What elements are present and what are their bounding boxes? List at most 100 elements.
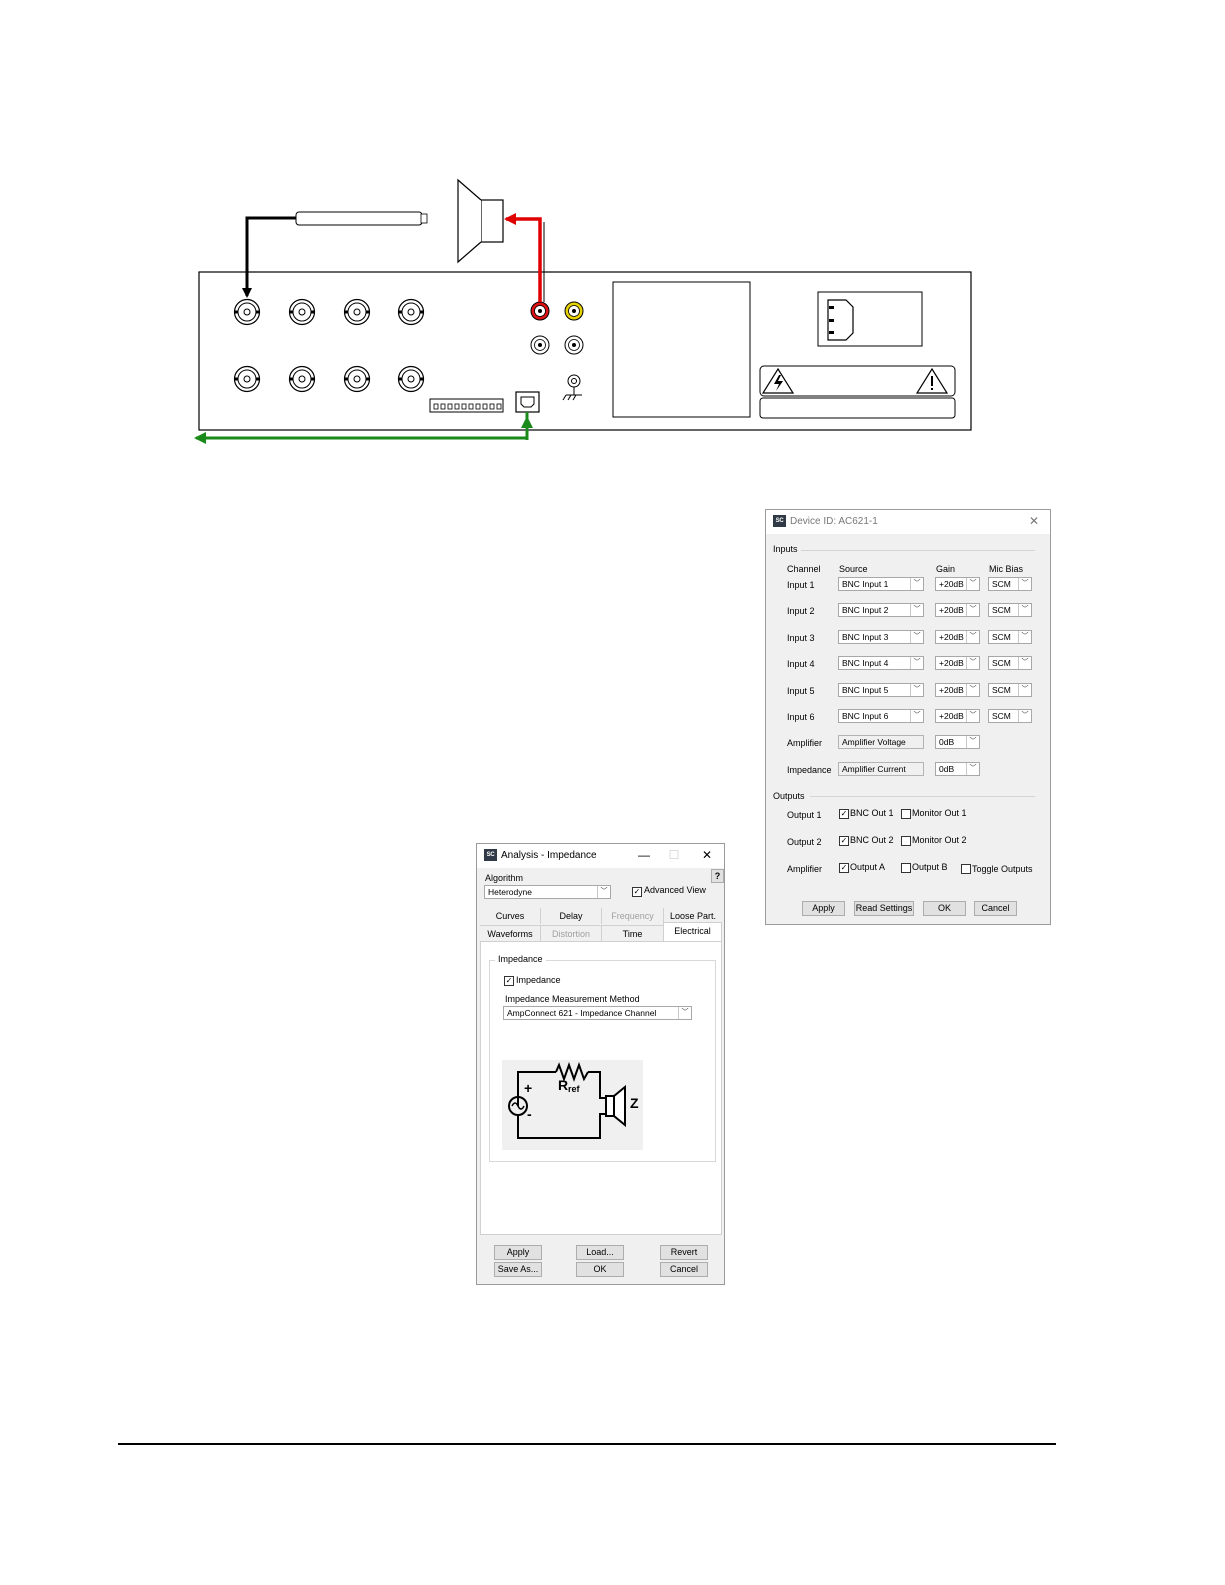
chevron-down-icon: ﹀ — [966, 763, 979, 775]
gain-select[interactable]: +20dB﹀ — [935, 656, 980, 670]
checkbox-label: BNC Out 2 — [850, 835, 894, 845]
bnc-out-2-checkbox[interactable]: ✓ — [839, 836, 849, 846]
gain-select[interactable]: +20dB﹀ — [935, 603, 980, 617]
chevron-down-icon: ﹀ — [966, 657, 979, 669]
tab-loose-part[interactable]: Loose Part. — [663, 908, 722, 924]
close-icon[interactable]: ✕ — [701, 848, 713, 862]
gain-select[interactable]: +20dB﹀ — [935, 683, 980, 697]
tab-frequency: Frequency — [601, 908, 663, 924]
help-button[interactable]: ? — [711, 869, 724, 883]
output-a-checkbox[interactable]: ✓ — [839, 863, 849, 873]
usb-port-icon — [515, 391, 540, 413]
dialog-title: Analysis - Impedance — [501, 850, 597, 861]
tab-waveforms[interactable]: Waveforms — [480, 925, 540, 941]
tab-page-electrical: Impedance ✓ Impedance Impedance Measurem… — [480, 941, 722, 1235]
chevron-down-icon: ﹀ — [1018, 657, 1031, 669]
save-as-button[interactable]: Save As... — [494, 1262, 542, 1277]
gain-select[interactable]: +20dB﹀ — [935, 630, 980, 644]
app-logo-icon: SC — [773, 515, 786, 527]
bnc-out-1-checkbox[interactable]: ✓ — [839, 809, 849, 819]
chevron-down-icon: ﹀ — [678, 1007, 691, 1019]
analysis-impedance-dialog: SC Analysis - Impedance — ☐ ✕ Algorithm … — [476, 843, 725, 1285]
amplifier-gain-select[interactable]: 0dB﹀ — [935, 735, 980, 749]
microphone-icon — [295, 211, 428, 226]
rca-connector-red — [530, 301, 550, 321]
gain-select[interactable]: +20dB﹀ — [935, 709, 980, 723]
source-select[interactable]: BNC Input 3﹀ — [838, 630, 924, 644]
tab-curves[interactable]: Curves — [495, 911, 525, 921]
toggle-outputs-checkbox[interactable] — [961, 864, 971, 874]
mic-bias-select[interactable]: SCM﹀ — [988, 656, 1032, 670]
r-label: R — [558, 1077, 569, 1093]
bnc-connector — [288, 298, 316, 326]
chevron-down-icon: ﹀ — [910, 604, 923, 616]
impedance-method-select[interactable]: AmpConnect 621 - Impedance Channel﹀ — [503, 1006, 692, 1020]
chevron-down-icon: ﹀ — [1018, 684, 1031, 696]
source-select[interactable]: BNC Input 2﹀ — [838, 603, 924, 617]
algorithm-select[interactable]: Heterodyne﹀ — [484, 885, 611, 899]
ac-source-icon — [508, 1096, 528, 1116]
apply-button[interactable]: Apply — [494, 1245, 542, 1260]
z-label: Z — [630, 1095, 639, 1111]
ok-button[interactable]: OK — [923, 901, 966, 916]
bnc-connector — [343, 298, 371, 326]
mic-bias-select[interactable]: SCM﹀ — [988, 603, 1032, 617]
chevron-down-icon: ﹀ — [966, 578, 979, 590]
impedance-gain-select[interactable]: 0dB﹀ — [935, 762, 980, 776]
resistor-icon — [555, 1062, 589, 1082]
dialog-title: Device ID: AC621-1 — [790, 516, 878, 527]
inputs-group-label: Inputs — [773, 544, 798, 554]
mic-bias-select[interactable]: SCM﹀ — [988, 709, 1032, 723]
impedance-checkbox[interactable]: ✓ — [504, 976, 514, 986]
output-b-checkbox[interactable] — [901, 863, 911, 873]
maximize-icon: ☐ — [668, 848, 680, 862]
impedance-circuit-diagram: + - R ref Z — [502, 1060, 643, 1150]
ref-subscript: ref — [568, 1084, 580, 1094]
close-icon[interactable]: ✕ — [1028, 514, 1040, 528]
bnc-connector — [397, 298, 425, 326]
source-select[interactable]: BNC Input 1﹀ — [838, 577, 924, 591]
revert-button[interactable]: Revert — [660, 1245, 708, 1260]
cancel-button[interactable]: Cancel — [660, 1262, 708, 1277]
source-select[interactable]: BNC Input 6﹀ — [838, 709, 924, 723]
output-label: Output 2 — [787, 837, 822, 847]
mic-bias-select[interactable]: SCM﹀ — [988, 577, 1032, 591]
source-select[interactable]: BNC Input 4﹀ — [838, 656, 924, 670]
monitor-out-2-checkbox[interactable] — [901, 836, 911, 846]
gain-header: Gain — [936, 564, 956, 574]
cancel-button[interactable]: Cancel — [974, 901, 1017, 916]
chevron-down-icon: ﹀ — [597, 886, 610, 898]
chevron-down-icon: ﹀ — [910, 684, 923, 696]
minimize-icon[interactable]: — — [638, 848, 650, 862]
advanced-view-checkbox[interactable]: ✓ — [632, 887, 642, 897]
apply-button[interactable]: Apply — [802, 901, 845, 916]
rca-connector-yellow — [564, 301, 584, 321]
chevron-down-icon: ﹀ — [910, 710, 923, 722]
read-settings-button[interactable]: Read Settings — [854, 901, 914, 916]
output-label: Output 1 — [787, 810, 822, 820]
bnc-connector — [233, 365, 261, 393]
channel-header: Channel — [787, 564, 821, 574]
ok-button[interactable]: OK — [576, 1262, 624, 1277]
source-select[interactable]: BNC Input 5﹀ — [838, 683, 924, 697]
gain-select[interactable]: +20dB﹀ — [935, 577, 980, 591]
chevron-down-icon: ﹀ — [1018, 578, 1031, 590]
chevron-down-icon: ﹀ — [966, 604, 979, 616]
warning-icon — [915, 367, 949, 394]
channel-label: Input 3 — [787, 633, 815, 643]
impedance-source-field: Amplifier Current — [838, 762, 924, 776]
chevron-down-icon: ﹀ — [966, 710, 979, 722]
impedance-group-label: Impedance — [495, 954, 546, 964]
impedance-checkbox-label: Impedance — [516, 975, 561, 985]
mic-bias-select[interactable]: SCM﹀ — [988, 630, 1032, 644]
tab-delay[interactable]: Delay — [540, 908, 601, 924]
tab-time[interactable]: Time — [601, 925, 663, 941]
mic-bias-select[interactable]: SCM﹀ — [988, 683, 1032, 697]
bnc-connector — [233, 298, 261, 326]
tab-electrical[interactable]: Electrical — [663, 922, 722, 941]
load-button[interactable]: Load... — [576, 1245, 624, 1260]
channel-label: Input 5 — [787, 686, 815, 696]
monitor-out-1-checkbox[interactable] — [901, 809, 911, 819]
chevron-down-icon: ﹀ — [1018, 631, 1031, 643]
advanced-view-label: Advanced View — [644, 885, 706, 895]
